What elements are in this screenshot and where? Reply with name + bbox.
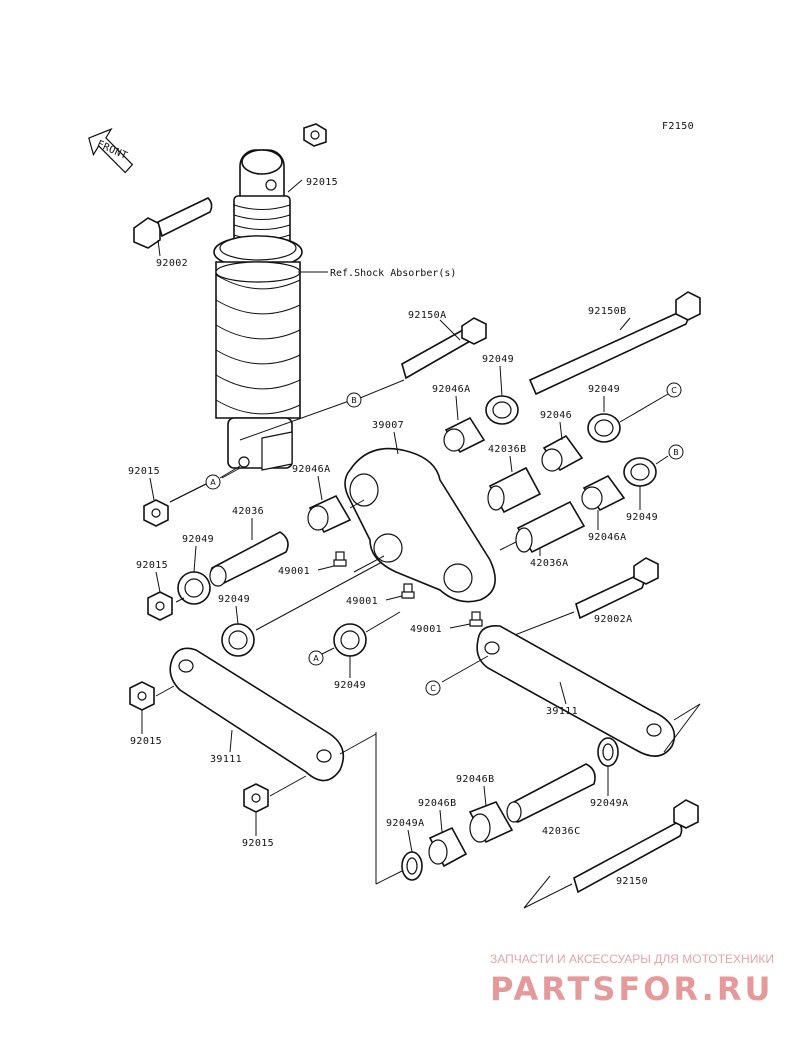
label-92046A-a: 92046A [432, 384, 471, 395]
label-92049-b: 92049 [588, 384, 620, 395]
callout-A-lower-letter: A [313, 654, 319, 663]
label-92015-left: 92015 [136, 560, 168, 571]
nut-92015-low [129, 681, 155, 711]
tie-rod-39111-right [476, 624, 676, 757]
label-92046: 92046 [540, 410, 572, 421]
label-92150A: 92150A [408, 310, 447, 321]
bearing-92046A-c [581, 474, 626, 512]
label-39007: 39007 [372, 420, 404, 431]
label-92046B-a: 92046B [418, 798, 457, 809]
sleeve-42036 [209, 531, 289, 587]
collar-92049-d [177, 571, 211, 605]
callout-B-lower: B [668, 444, 684, 460]
label-49001-a: 49001 [278, 566, 310, 577]
front-direction-arrow: FRONT [88, 127, 134, 174]
bearing-92046A-b [307, 494, 352, 534]
label-92150: 92150 [616, 876, 648, 887]
tie-rod-39111-left [169, 647, 345, 782]
collar-92049-c [623, 457, 657, 487]
callout-A-lower: A [308, 650, 324, 666]
figure-code: F2150 [662, 121, 694, 132]
bearing-92046B-b [468, 801, 514, 844]
callout-C-lower-letter: C [430, 684, 436, 693]
callout-B-upper-letter: B [351, 396, 357, 405]
label-92002: 92002 [156, 258, 188, 269]
label-49001-b: 49001 [346, 596, 378, 607]
label-92049-c: 92049 [626, 512, 658, 523]
shock-absorber [213, 149, 303, 471]
label-42036B: 42036B [488, 444, 527, 455]
watermark-brand: PARTSFOR.RU [490, 970, 773, 1008]
label-92046B-b: 92046B [456, 774, 495, 785]
grease-fitting-49001-b [401, 583, 415, 599]
label-92049A-b: 92049A [590, 798, 629, 809]
callout-C-lower: C [425, 680, 441, 696]
callout-C-upper-letter: C [671, 386, 677, 395]
callout-A-upper-letter: A [210, 478, 216, 487]
collar-92049A-right [597, 737, 619, 767]
collar-92049-e [221, 623, 255, 657]
label-42036A: 42036A [530, 558, 569, 569]
label-92046A-b: 92046A [292, 464, 331, 475]
label-92049-d: 92049 [182, 534, 214, 545]
label-92049-e: 92049 [218, 594, 250, 605]
collar-92049-f [333, 623, 367, 657]
nut-92015-left [147, 591, 173, 621]
watermark-tagline: ЗАПЧАСТИ И АКСЕССУАРЫ ДЛЯ МОТОТЕХНИКИ [490, 952, 774, 966]
bolt-92150 [573, 799, 699, 894]
label-42036: 42036 [232, 506, 264, 517]
collar-92049-a [485, 395, 519, 425]
label-92002A: 92002A [594, 614, 633, 625]
label-92049-a: 92049 [482, 354, 514, 365]
label-92049-f: 92049 [334, 680, 366, 691]
label-92150B: 92150B [588, 306, 627, 317]
label-39111-left: 39111 [210, 754, 242, 765]
collar-92049-b [587, 413, 621, 443]
nut-92015-bottom [243, 783, 269, 813]
bolt-92002 [133, 197, 213, 249]
nut-92015-top [303, 123, 327, 147]
callout-C-upper: C [666, 382, 682, 398]
rocker-link-39007 [344, 447, 496, 603]
label-49001-c: 49001 [410, 624, 442, 635]
reference-note: Ref.Shock Absorber(s) [330, 268, 456, 279]
callout-B-upper: B [346, 392, 362, 408]
label-92049A-a: 92049A [386, 818, 425, 829]
sleeve-42036A [515, 500, 586, 554]
bolt-92150B [528, 291, 701, 396]
sleeve-42036B [487, 466, 542, 514]
nut-92015-mid [143, 499, 169, 527]
label-92015-low: 92015 [130, 736, 162, 747]
callout-B-lower-letter: B [673, 448, 679, 457]
collar-92049A-bottom [401, 851, 423, 881]
label-92015-top: 92015 [306, 177, 338, 188]
grease-fitting-49001-a [333, 551, 347, 567]
bearing-92046A-a [443, 416, 486, 454]
callout-A-upper: A [205, 474, 221, 490]
label-92015-bottom: 92015 [242, 838, 274, 849]
label-39111-right: 39111 [546, 706, 578, 717]
bolt-92150A [401, 317, 487, 380]
bearing-92046B-a [428, 826, 468, 868]
label-92046A-c: 92046A [588, 532, 627, 543]
label-42036C: 42036C [542, 826, 581, 837]
bolt-92002A [575, 557, 659, 620]
bearing-92046 [541, 434, 584, 472]
grease-fitting-49001-c [469, 611, 483, 627]
sleeve-42036C [506, 763, 596, 823]
label-92015-mid: 92015 [128, 466, 160, 477]
